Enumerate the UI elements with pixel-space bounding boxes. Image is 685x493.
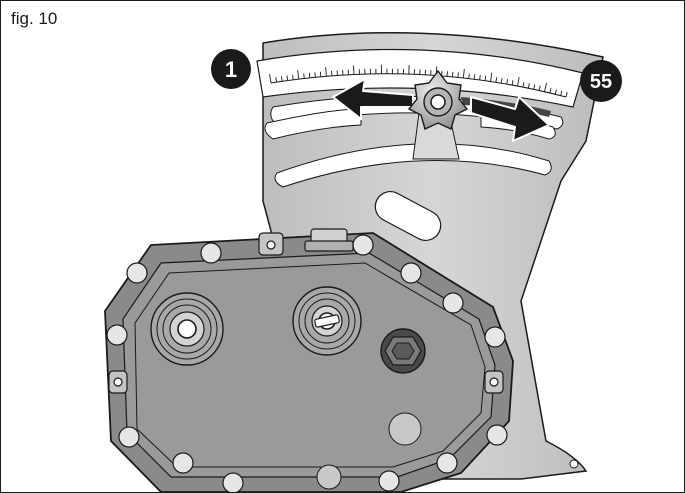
scale-tick [292,74,294,80]
badge-max: 55 [580,60,622,102]
scale-tick [468,73,470,79]
scale-tick [325,67,327,77]
scale-tick [560,90,563,96]
top-nut [304,228,354,252]
oblong-hole [374,191,442,241]
badge-max-label: 55 [590,71,612,93]
scale-tick [286,75,289,81]
scale-tick [517,77,520,87]
scale-tick [549,88,552,94]
scale-tick [500,78,503,84]
arrow-right-icon [470,96,550,142]
face-plugs [316,412,422,490]
scale-tick [506,79,509,85]
center-shaft-bearing [292,286,362,356]
scale-tick [457,72,459,78]
scale-tick [484,75,487,81]
scale-tick [533,84,536,90]
locking-knob [407,69,469,130]
scale-tick [544,82,547,92]
perimeter-bolts [106,234,508,492]
plate-tab-hole [569,459,579,469]
scale-tick [495,77,498,83]
badge-min: 1 [211,49,251,89]
mounting-lugs [108,232,504,394]
scale-tick [275,77,277,83]
scale-tick [462,68,465,78]
scale-tick [538,85,541,91]
scale-tick [511,80,514,86]
scale-tick [522,82,525,88]
scale-tick [280,76,283,82]
scale-tick [479,74,481,80]
scale-tick [303,73,305,79]
scale-tick [473,74,476,80]
scale-tick [269,74,272,84]
arrow-left-icon [332,78,414,120]
left-shaft-bearing [150,292,224,366]
scale-tick [308,72,311,78]
scale-tick [527,83,530,89]
scale-tick [490,72,493,82]
scale-tick [554,89,557,95]
scale-tick [565,92,568,98]
scale-tick [297,70,300,80]
adjustment-slot-middle [264,108,362,140]
scale-ticks [269,64,568,98]
figure-label: fig. 10 [11,9,58,28]
badge-min-label: 1 [225,57,237,82]
hex-plug [380,328,426,374]
